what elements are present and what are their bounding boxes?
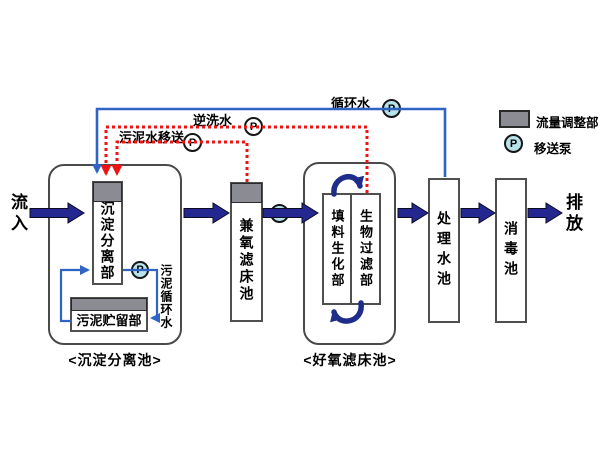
aerobic-bottom-circulation-arrow [330, 300, 364, 324]
arrow-aerobic-to-treated [397, 202, 429, 224]
disinfection-tank: 消毒池 [495, 178, 527, 323]
flow-adjust-cap [93, 182, 122, 202]
sludge-transfer-pipe [111, 140, 249, 182]
sedimentation-tank-caption: <沉淀分离池> [68, 352, 162, 368]
legend-pump-label: 移送泵 [534, 142, 572, 156]
arrow-treated-to-disinfection [460, 202, 496, 224]
arrow-sed-to-facultative [183, 202, 230, 224]
sludge-loop-label: 污泥循环水 [159, 264, 173, 329]
arrow-inflow [29, 202, 85, 224]
inflow-label: 流入 [8, 193, 27, 235]
sludge-loop-feed-pipe [123, 268, 160, 323]
separation-column-label: 沉淀分离部 [99, 201, 116, 281]
legend-pump-icon: P [504, 134, 523, 153]
arrow-outflow [527, 202, 563, 224]
biofilter-column-label: 生物过滤部 [358, 209, 373, 289]
aerobic-top-circulation-arrow [331, 174, 365, 197]
facultative-filter-cap [231, 183, 262, 203]
disinfection-label: 消毒池 [503, 220, 519, 281]
treated-water-label: 处理水池 [436, 210, 452, 291]
separation-column: 沉淀分离部 [92, 181, 123, 285]
facultative-filter-label: 兼氧滤床池 [238, 217, 255, 303]
sludge-loop-return-pipe [59, 265, 90, 323]
facultative-filter-column: 兼氧滤床池 [230, 182, 263, 322]
legend-flow-adjust-label: 流量调整部 [536, 116, 599, 130]
outflow-label: 排放 [563, 193, 582, 235]
aerobic-tank-caption: <好氧滤床池> [303, 352, 397, 368]
backwash-water-label: 逆洗水 [193, 113, 233, 128]
treated-water-tank: 处理水池 [428, 178, 460, 323]
sludge-storage-box: 污泥贮留部 [70, 297, 148, 332]
arrow-facultative-to-aerobic [262, 202, 319, 224]
biofilter-column: 生物过滤部 [350, 193, 381, 305]
main-flow-arrows [29, 202, 563, 224]
legend-flow-adjust-swatch [499, 110, 530, 128]
backwash-water-pipe [100, 125, 369, 193]
sludge-storage-cap [71, 298, 147, 311]
circulation-water-pipe [92, 107, 447, 177]
sludge-storage-label: 污泥贮留部 [76, 312, 142, 328]
circulation-water-label: 循环水 [331, 96, 371, 111]
packing-column-label: 填料生化部 [329, 209, 345, 289]
